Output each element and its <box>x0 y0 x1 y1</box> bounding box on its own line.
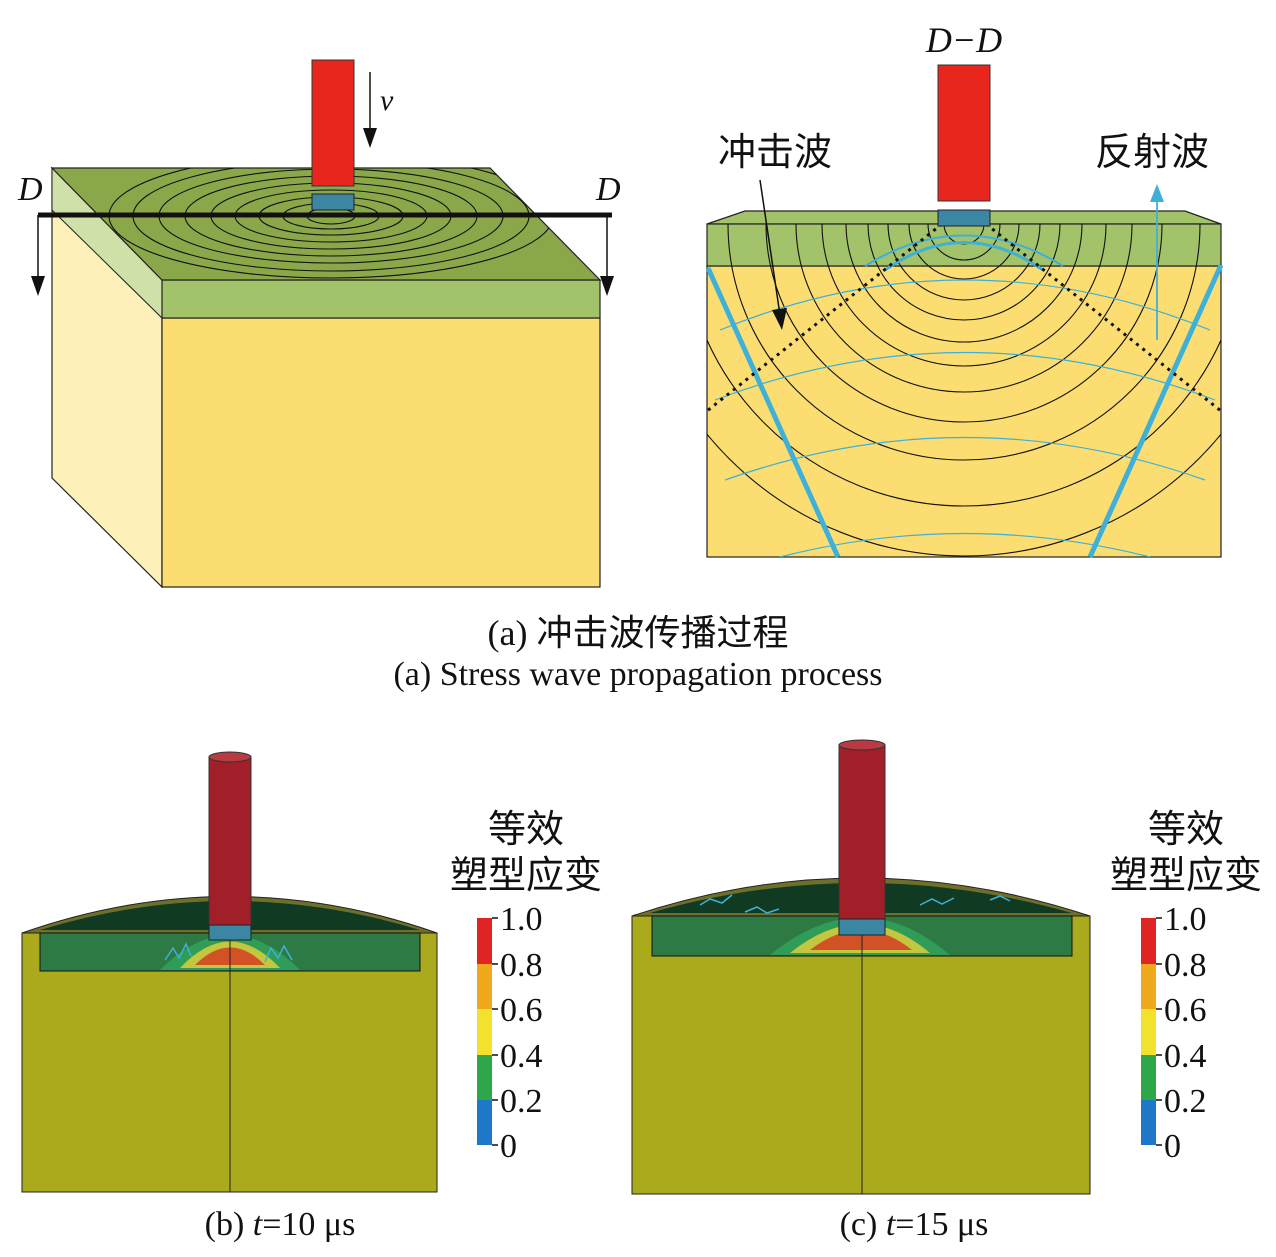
colorbar-b-band-2 <box>477 964 492 1009</box>
caption-b-value: =10 μs <box>262 1206 356 1243</box>
velocity-label: v <box>380 84 394 117</box>
colorbar-c-band-1 <box>1141 918 1156 964</box>
section-cut-arrow-left <box>31 215 45 296</box>
cut-label-right: D <box>595 171 621 208</box>
reflected-wave-label: 反射波 <box>1095 132 1209 174</box>
caption-b-var: t <box>252 1206 263 1243</box>
dd-dotted-cone-right <box>985 222 1222 413</box>
block-front-substrate <box>161 317 601 588</box>
colorbar-b-tick: 0.2 <box>500 1083 543 1120</box>
caption-c-var: t <box>885 1206 896 1243</box>
sim-c-interlayer <box>838 918 886 936</box>
colorbar-b-tick: 0.6 <box>500 992 543 1029</box>
caption-c-value: =15 μs <box>895 1206 989 1243</box>
legend-title-b-line2: 塑型应变 <box>449 853 602 897</box>
section-label: D−D <box>925 20 1002 60</box>
legend-title-b-line1: 等效 <box>487 807 564 851</box>
caption-b: (b) t=10 μs <box>130 1206 430 1244</box>
projectile-a <box>311 59 355 187</box>
colorbar-c: 1.0 0.8 0.6 0.4 0.2 0 <box>1141 901 1207 1165</box>
colorbar-c-tick: 1.0 <box>1164 901 1207 938</box>
dd-reflection-boundary-right <box>1087 263 1224 559</box>
shock-wave-arrow <box>759 179 787 330</box>
block-3d: v D D <box>17 59 621 589</box>
colorbar-c-band-3 <box>1141 1009 1156 1055</box>
colorbar-b: 1.0 0.8 0.6 0.4 0.2 0 <box>477 901 543 1165</box>
caption-c-prefix: (c) <box>839 1206 886 1243</box>
shock-wave-label: 冲击波 <box>718 132 832 174</box>
colorbar-b-tick: 1.0 <box>500 901 543 938</box>
dd-dotted-cone-left <box>706 222 943 413</box>
sim-b-interlayer <box>208 924 252 941</box>
legend-title-c-line1: 等效 <box>1147 807 1224 851</box>
simulation-c <box>631 739 1091 1195</box>
colorbar-c-band-4 <box>1141 1055 1156 1100</box>
colorbar-c-tick: 0.8 <box>1164 947 1207 984</box>
colorbar-b-tick: 0.8 <box>500 947 543 984</box>
sim-c-projectile-top <box>838 739 886 751</box>
velocity-arrow <box>363 72 377 148</box>
sim-b-projectile <box>208 756 252 928</box>
caption-a-en: (a) Stress wave propagation process <box>393 656 883 693</box>
colorbar-c-tick: 0.4 <box>1164 1038 1207 1075</box>
dd-shock-wavefronts <box>707 224 1221 557</box>
colorbar-c-band-5 <box>1141 1100 1156 1145</box>
simulation-b <box>21 751 438 1193</box>
colorbar-c-tick: 0 <box>1164 1128 1181 1165</box>
colorbar-b-band-5 <box>477 1100 492 1145</box>
dd-reflected-wavefronts <box>714 234 1216 557</box>
interlayer-a <box>311 193 355 211</box>
colorbar-c-band-2 <box>1141 964 1156 1009</box>
colorbar-b-band-4 <box>477 1055 492 1100</box>
caption-b-prefix: (b) <box>204 1206 253 1243</box>
section-cut-arrow-right <box>600 215 614 296</box>
colorbar-b-tick: 0 <box>500 1128 517 1165</box>
projectile-dd <box>937 64 991 202</box>
reflected-wave-arrow <box>1150 184 1164 340</box>
sim-c-projectile <box>838 744 886 922</box>
legend-title-c: 等效 塑型应变 <box>1096 806 1276 898</box>
section-dd: 冲击波 反射波 D−D <box>705 20 1224 559</box>
colorbar-b-band-3 <box>477 1009 492 1055</box>
colorbar-c-tick: 0.2 <box>1164 1083 1207 1120</box>
colorbar-b-band-1 <box>477 918 492 964</box>
caption-c: (c) t=15 μs <box>764 1206 1064 1244</box>
cut-label-left: D <box>17 171 43 208</box>
sim-c-substrate <box>631 915 1091 1195</box>
legend-title-c-line2: 塑型应变 <box>1109 853 1262 897</box>
colorbar-c-tick: 0.6 <box>1164 992 1207 1029</box>
sim-c-strain-region <box>699 894 1011 955</box>
caption-a-cn: (a) 冲击波传播过程 <box>487 613 789 653</box>
block-front-coating <box>161 279 601 319</box>
dd-reflection-boundary-left <box>705 266 841 559</box>
sim-b-projectile-top <box>208 751 252 763</box>
legend-title-b: 等效 塑型应变 <box>436 806 616 898</box>
interlayer-dd <box>937 209 991 227</box>
colorbar-b-tick: 0.4 <box>500 1038 543 1075</box>
